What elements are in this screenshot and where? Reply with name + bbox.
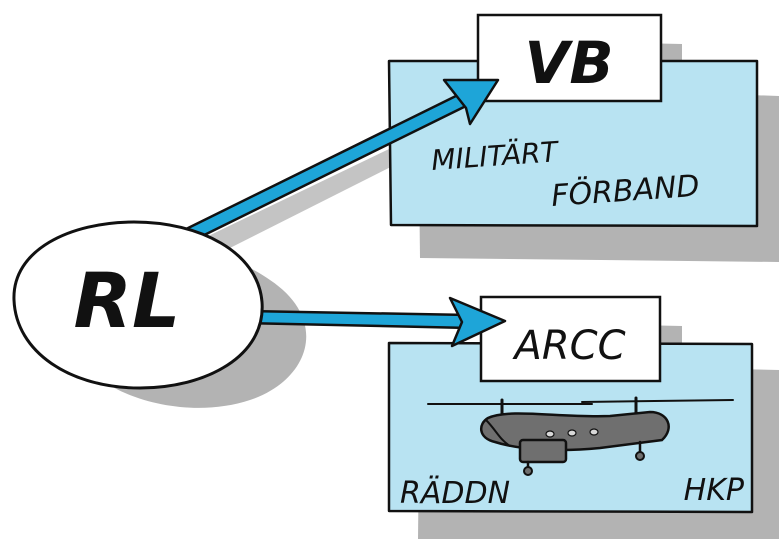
arcc-label-box: [479, 295, 662, 383]
arcc-label: ARCC: [511, 323, 625, 369]
arcc-panel: ARCC RÄDDN HKP: [387, 295, 754, 514]
vb-label-box: [476, 13, 663, 103]
rl-node: RL: [12, 220, 264, 390]
helicopter-icon: [427, 396, 734, 476]
rl-node-ellipse: [12, 220, 264, 390]
arrow-head-arcc: [448, 296, 507, 348]
rl-node-label: RL: [74, 256, 181, 345]
arcc-caption-right: HKP: [684, 473, 745, 508]
arrow-rl-to-arcc: [242, 296, 507, 348]
arcc-caption-left: RÄDDN: [400, 475, 510, 511]
arrow-head-vb: [442, 78, 500, 126]
vb-label: VB: [524, 29, 613, 97]
vb-panel: VB MILITÄRT FÖRBAND: [387, 13, 759, 228]
